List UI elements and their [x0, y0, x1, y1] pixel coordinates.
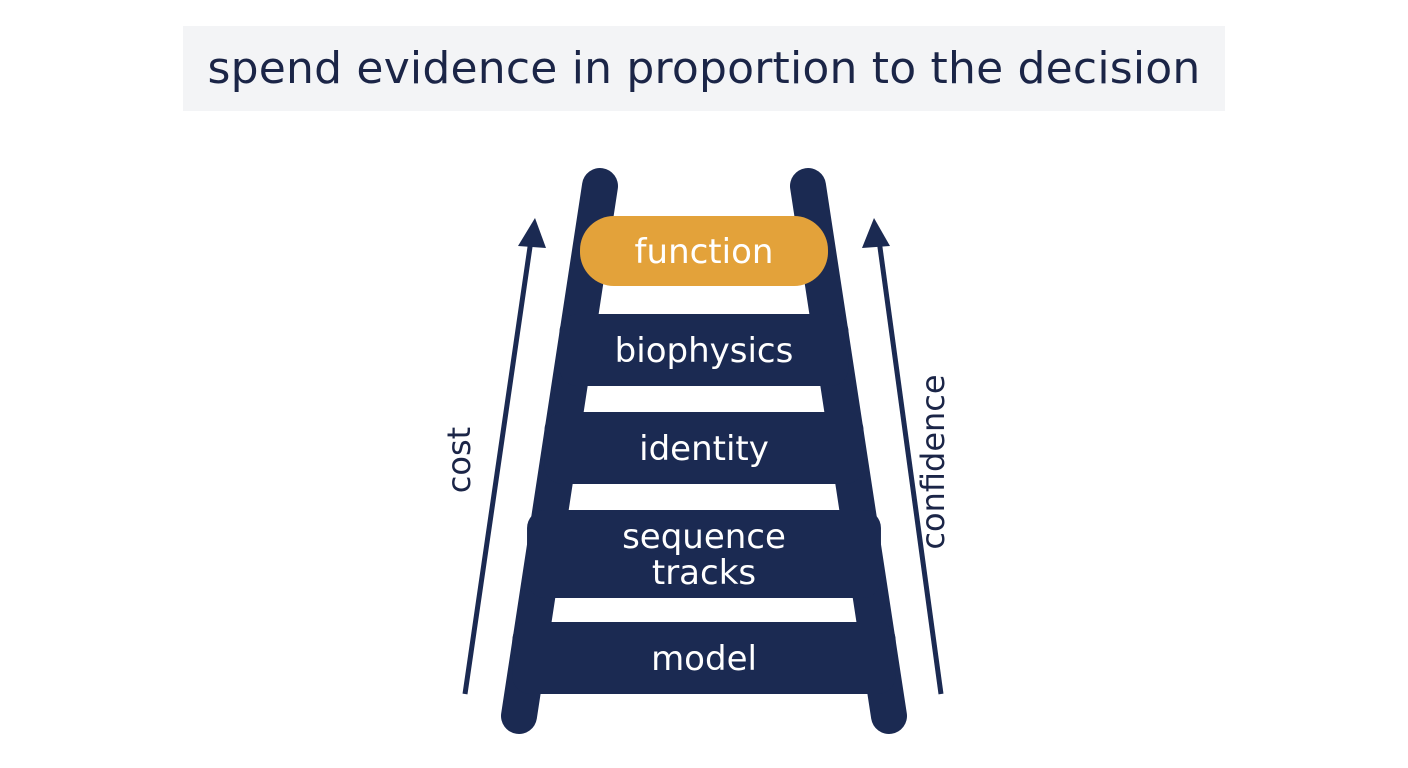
- rung-label-function: function: [635, 232, 774, 272]
- cost-arrow-shaft: [462, 239, 534, 695]
- rung-label-identity: identity: [639, 429, 769, 469]
- cost-arrow-head: [518, 218, 546, 248]
- confidence-arrow: [862, 218, 944, 695]
- rung-biophysics: [559, 314, 849, 386]
- rung-label-biophysics: biophysics: [615, 331, 794, 371]
- diagram-title: spend evidence in proportion to the deci…: [207, 43, 1201, 94]
- confidence-arrow-shaft: [876, 239, 944, 695]
- rung-label-sequence: sequence: [622, 517, 786, 557]
- rung-identity: [544, 412, 864, 484]
- rung-label-model: model: [651, 639, 757, 679]
- rung-label-tracks: tracks: [652, 553, 756, 593]
- confidence-arrow-head: [862, 218, 890, 248]
- title-banner: spend evidence in proportion to the deci…: [183, 26, 1225, 111]
- cost-label: cost: [440, 427, 478, 493]
- cost-arrow: [462, 218, 546, 695]
- rung-model: [512, 622, 896, 694]
- confidence-label: confidence: [914, 374, 952, 549]
- rung-sequence-tracks: [527, 510, 881, 598]
- ladder-rungs: function biophysics identity sequencetracks…: [512, 216, 896, 694]
- rung-function: [580, 216, 828, 286]
